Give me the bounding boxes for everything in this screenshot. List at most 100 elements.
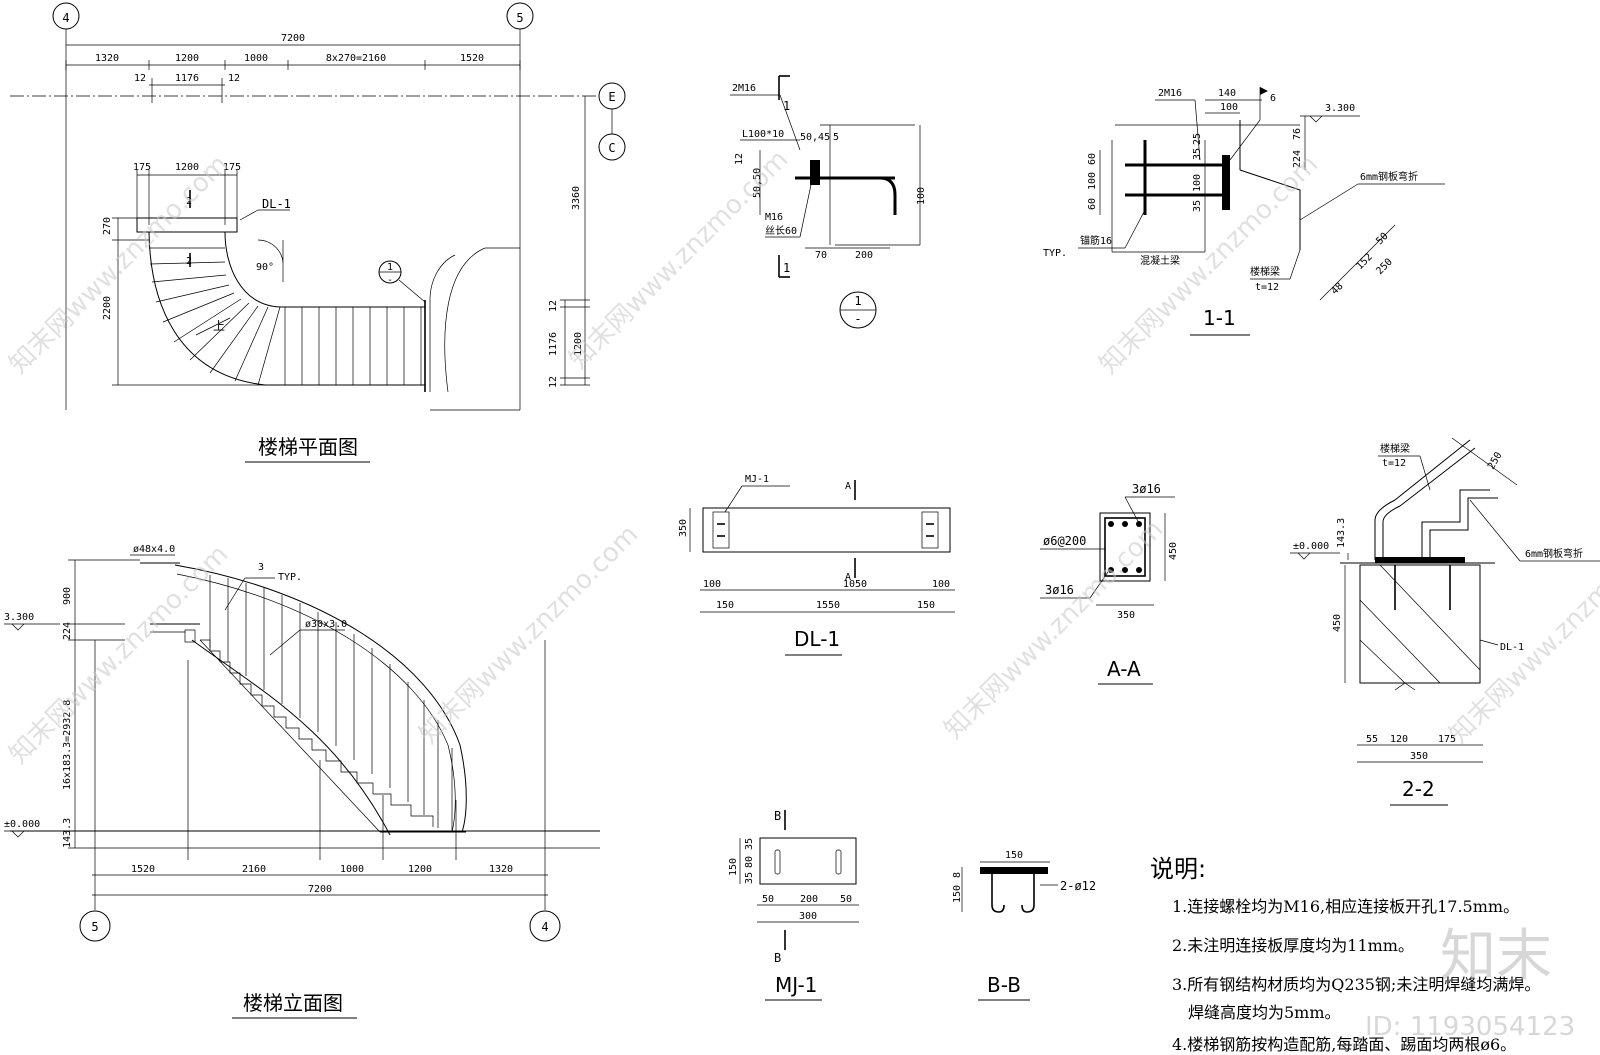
plan-dim-175a: 175 xyxy=(133,162,151,173)
s11-d25: 25 xyxy=(1192,133,1203,145)
plan-dim-1200: 1200 xyxy=(175,53,199,64)
plan-dim-3360: 3360 xyxy=(571,186,582,210)
elev-axis-5: 5 xyxy=(91,920,98,934)
elev-pipe-30: ø30x3.0 xyxy=(305,619,347,630)
s22-level: ±0.000 xyxy=(1293,541,1329,552)
section-a-a: 3ø16 ø6@200 3ø16 450 350 A-A xyxy=(1040,482,1179,685)
s22-d175: 175 xyxy=(1438,734,1456,745)
axis-4-label: 4 xyxy=(62,11,69,25)
plan-stair-inner-edge xyxy=(224,231,425,308)
mj1-d150: 150 xyxy=(728,858,739,876)
s22-d450: 450 xyxy=(1332,614,1343,632)
d1-sec-top: 1 xyxy=(783,99,790,113)
plan-dim-1176: 1176 xyxy=(175,73,199,84)
section-b-b: 150 8 150 2-ø12 B-B xyxy=(952,850,1096,1001)
dl1-sec-a-bot: A xyxy=(845,572,851,583)
s11-d60b: 60 xyxy=(1087,198,1098,210)
dl1-mj-label: MJ-1 xyxy=(745,474,769,485)
aa-section-outline xyxy=(1099,512,1151,582)
s22-plate: 6mm钢板弯折 xyxy=(1525,547,1583,560)
s11-bolt: 2M16 xyxy=(1158,88,1182,99)
section-2-2: 楼梯梁 t=12 250 6mm钢板弯折 ±0.000 143.3 450 DL… xyxy=(1290,437,1600,806)
bb-d150v: 150 xyxy=(952,885,963,903)
mj1-plate xyxy=(759,837,857,885)
mj1-d35a: 35 xyxy=(744,838,755,850)
elev-dim-2160: 2160 xyxy=(242,864,266,875)
aa-d350: 350 xyxy=(1117,610,1135,621)
d1-dim-100: 100 xyxy=(916,187,927,205)
d1-angle: L100*10 xyxy=(742,129,784,140)
s11-plate: 6mm钢板弯折 xyxy=(1360,170,1418,183)
elev-balusters xyxy=(209,575,453,832)
s22-d350: 350 xyxy=(1410,751,1428,762)
mj1-d35b: 35 xyxy=(744,872,755,884)
d1-sec-bot: 1 xyxy=(783,261,790,275)
d1-dim-200: 200 xyxy=(855,250,873,261)
aa-stirrup: ø6@200 xyxy=(1043,534,1086,548)
watermark-logo: 知末 xyxy=(1440,924,1552,989)
d1-dim-70: 70 xyxy=(815,250,827,261)
mj1-title: MJ-1 xyxy=(775,973,817,997)
note-2: 2.未注明连接板厚度均为11mm。 xyxy=(1172,936,1414,955)
s11-d48: 48 xyxy=(1329,281,1345,297)
plan-callout-top: 1 xyxy=(387,262,393,273)
s22-title: 2-2 xyxy=(1402,777,1435,801)
s11-d50: 50 xyxy=(1374,231,1390,247)
watermark-4: 知末网www.znzmo.com xyxy=(4,539,235,770)
bb-title: B-B xyxy=(987,973,1021,997)
plan-dim-270: 270 xyxy=(102,217,113,235)
plan-dim-1200c: 1200 xyxy=(573,332,584,356)
mj1-d200: 200 xyxy=(800,894,818,905)
dl1-d150a: 150 xyxy=(716,600,734,611)
plan-dim-1320: 1320 xyxy=(95,53,119,64)
s22-t12: t=12 xyxy=(1382,458,1406,469)
s11-d224: 224 xyxy=(1292,150,1303,168)
d1-dim-5045: 50,45 xyxy=(800,132,830,143)
embed-mj1: B 150 35 80 35 50 200 50 300 B MJ-1 xyxy=(728,809,859,1001)
elev-dim-224: 224 xyxy=(62,622,73,640)
plan-dim-12d: 12 xyxy=(548,376,559,388)
dl1-d350: 350 xyxy=(678,519,689,537)
s11-typ: TYP. xyxy=(1043,248,1067,259)
mj1-d80: 80 xyxy=(744,856,755,868)
section-1-1: 2M16 140 100 6 3.300 76 224 60 100 60 xyxy=(1043,87,1445,336)
dl1-d100a: 100 xyxy=(703,579,721,590)
stair-elevation: ø48x4.0 3 TYP. ø30x3.0 3.300 ±0.000 900 … xyxy=(4,544,600,1019)
elev-dim-1200: 1200 xyxy=(408,864,432,875)
note-1: 1.连接螺栓均为M16,相应连接板开孔17.5mm。 xyxy=(1172,897,1519,916)
s11-d100: 100 xyxy=(1220,102,1238,113)
elev-axis-4: 4 xyxy=(541,920,548,934)
watermark-1: 知末网www.znzmo.com xyxy=(4,149,235,380)
watermark-id: ID: 1193054123 xyxy=(1365,1012,1575,1042)
mj1-d50b: 50 xyxy=(840,894,852,905)
dl1-d1050: 1050 xyxy=(843,579,867,590)
elev-dim-900: 900 xyxy=(62,587,73,605)
mj1-sec-b-bot: B xyxy=(774,951,781,965)
axis-E-label: E xyxy=(608,90,615,104)
d1-m16: M16 xyxy=(765,212,783,223)
s11-inner-dims: 35 25 100 35 xyxy=(1192,133,1203,212)
plan-beam-dl1 xyxy=(136,217,238,233)
elev-title: 楼梯立面图 xyxy=(243,991,343,1015)
plan-angle: 90° xyxy=(256,262,274,273)
d1-bolt: 2M16 xyxy=(732,83,756,94)
s11-level: 3.300 xyxy=(1325,103,1355,114)
elev-level-bot: ±0.000 xyxy=(4,819,40,830)
plan-dim-1200b: 1200 xyxy=(175,162,199,173)
s22-d250: 250 xyxy=(1486,450,1505,471)
watermark-3: 知末网www.znzmo.com xyxy=(1094,149,1325,380)
elev-typ-num: 3 xyxy=(258,562,264,573)
watermark-5: 知末网www.znzmo.com xyxy=(414,519,645,750)
elev-typ: TYP. xyxy=(278,572,302,583)
elev-dim-1320: 1320 xyxy=(489,864,513,875)
elev-dim-7200: 7200 xyxy=(308,884,332,895)
s11-d100c: 100 xyxy=(1192,174,1203,192)
bb-bars: 2-ø12 xyxy=(1060,879,1096,893)
s11-d35b: 35 xyxy=(1192,200,1203,212)
s22-footing xyxy=(1359,564,1481,684)
plan-dim-12c: 12 xyxy=(548,300,559,312)
d1-thread: 丝长60 xyxy=(765,225,797,237)
note-4: 4.楼梯钢筋按构造配筋,每踏面、踢面均两根ø6。 xyxy=(1172,1035,1516,1054)
plan-dim-12a: 12 xyxy=(134,73,146,84)
